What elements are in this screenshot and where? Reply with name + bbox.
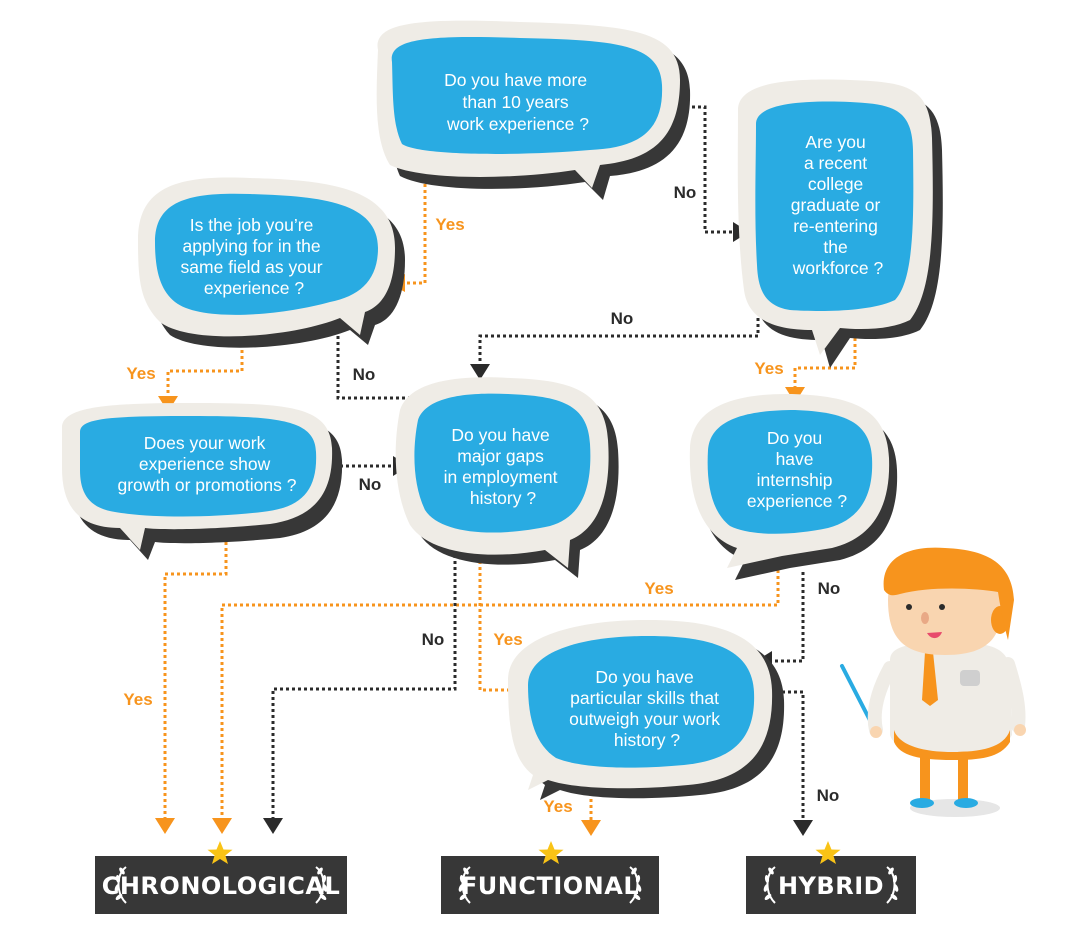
edge-skills-no (770, 690, 805, 820)
edge-same-field-no (336, 330, 428, 400)
label-internship-no: No (818, 579, 841, 598)
edge-labels: Yes No Yes No No Yes No Yes No Yes Yes N… (123, 183, 840, 816)
edge-recent-grad-no (478, 312, 760, 364)
label-recent-grad-no: No (611, 309, 634, 328)
question-gaps: Do you have major gaps in employment his… (444, 425, 563, 508)
functional-badge (441, 856, 659, 914)
label-same-field-yes: Yes (126, 364, 155, 383)
chronological-label: CHRONOLOGICAL (102, 872, 341, 900)
question-experience: Do you have more than 10 years work expe… (444, 70, 592, 134)
result-functional: FUNCTIONAL (441, 841, 659, 914)
edge-recent-grad-yes (793, 338, 857, 387)
hybrid-badge (746, 856, 916, 914)
label-gaps-no: No (422, 630, 445, 649)
edge-internship-yes (220, 570, 780, 818)
question-growth: Does your work experience show growth or… (118, 433, 297, 495)
label-recent-grad-yes: Yes (754, 359, 783, 378)
result-hybrid: HYBRID (746, 841, 916, 914)
bubble-growth: Does your work experience show growth or… (62, 403, 343, 560)
result-chronological: CHRONOLOGICAL (95, 841, 347, 914)
question-internship: Do you have internship experience ? (747, 428, 847, 511)
arrowhead-gaps-no (263, 818, 283, 834)
label-skills-yes: Yes (543, 797, 572, 816)
label-growth-yes: Yes (123, 690, 152, 709)
star-icon (815, 841, 841, 864)
bubble-experience: Do you have more than 10 years work expe… (376, 20, 691, 201)
arrowhead-skills-no (793, 820, 813, 836)
arrowhead-growth-yes (155, 818, 175, 834)
question-recent-grad: Are you a recent college graduate or re-… (791, 132, 885, 278)
edge-experience-no (680, 105, 733, 234)
edge-gaps-yes (478, 555, 512, 692)
edge-same-field-yes (166, 350, 244, 396)
arrowhead-internship-yes (212, 818, 232, 834)
chronological-badge (95, 856, 347, 914)
bubble-internship: Do you have internship experience ? (689, 393, 898, 580)
bubble-recent-grad: Are you a recent college graduate or re-… (737, 79, 943, 369)
label-growth-no: No (359, 475, 382, 494)
presenter-character-illustration (840, 547, 1026, 817)
question-skills: Do you have particular skills that outwe… (569, 667, 725, 750)
star-icon (207, 841, 233, 864)
question-same-field: Is the job you’re applying for in the sa… (181, 215, 328, 298)
edge-internship-no (772, 572, 805, 663)
arrowhead-recent-grad-no (470, 364, 490, 380)
edge-experience-yes (405, 178, 427, 285)
edge-growth-yes (163, 530, 228, 818)
star-icon (538, 841, 564, 864)
bubble-skills: Do you have particular skills that outwe… (508, 620, 785, 800)
bubble-same-field: Is the job you’re applying for in the sa… (138, 177, 405, 348)
functional-label: FUNCTIONAL (461, 872, 639, 900)
label-gaps-yes: Yes (493, 630, 522, 649)
arrowhead-skills-yes (581, 820, 601, 836)
label-experience-no: No (674, 183, 697, 202)
label-same-field-no: No (353, 365, 376, 384)
label-skills-no: No (817, 786, 840, 805)
label-experience-yes: Yes (435, 215, 464, 234)
hybrid-label: HYBRID (778, 872, 884, 900)
bubble-gaps: Do you have major gaps in employment his… (395, 377, 619, 578)
edge-gaps-no (271, 555, 457, 818)
label-internship-yes: Yes (644, 579, 673, 598)
